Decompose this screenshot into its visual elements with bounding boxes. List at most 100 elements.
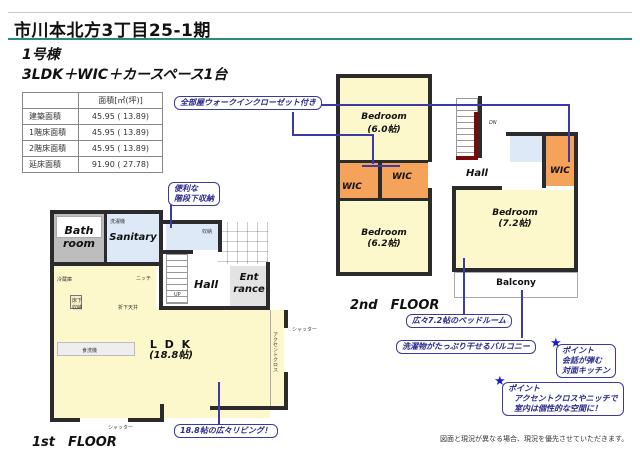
wall — [128, 418, 164, 422]
wall — [428, 74, 432, 162]
ldk-label: L D K — [149, 338, 193, 351]
callout-stair-storage: 便利な 階段下収納 — [168, 182, 220, 206]
bedroom-6-2-label: Bedroom (6.2帖) — [361, 228, 407, 249]
wall — [452, 186, 456, 272]
kitchen-counter — [57, 342, 135, 356]
entrance-label: Ent rance — [233, 272, 265, 295]
up-label: UP — [174, 292, 181, 298]
wic-label: WIC — [550, 166, 570, 176]
callout-point-accent: ポイント アクセントクロスやニッチで 室内は個性的な空間に！ — [502, 382, 624, 416]
callout-wic: 全部屋ウォークインクローゼット付き — [174, 96, 322, 110]
wall — [340, 160, 428, 163]
fridge-label: 冷蔵庫 — [57, 277, 73, 283]
wall — [210, 406, 288, 410]
wic-left — [340, 162, 378, 198]
hall-1f-label: Hall — [194, 278, 219, 291]
shutter-label: シャッター — [108, 425, 134, 431]
column-header: 面積[㎡(坪)] — [78, 92, 163, 109]
accent-cloth-label: アクセントクロス — [272, 332, 278, 372]
stair-rail — [474, 112, 478, 158]
building-label: 1号棟 — [22, 47, 60, 63]
sanitary-label: Sanitary — [109, 232, 157, 243]
wall — [336, 74, 340, 276]
entrance — [230, 266, 266, 306]
first-floor-label: 1st FLOOR — [32, 435, 117, 450]
wall — [163, 250, 193, 254]
wall — [163, 220, 219, 224]
toilet-room — [166, 224, 218, 250]
dishwasher-label: 食洗機 — [82, 348, 98, 354]
callout-bedroom: 広々7.2帖のベッドルーム — [406, 314, 512, 328]
leader-line — [463, 258, 465, 316]
leader-line — [568, 104, 570, 162]
wall — [104, 214, 107, 264]
ceiling-label: 折下天井 — [118, 305, 139, 311]
toilet-2f — [510, 136, 548, 162]
wic-label: WIC — [342, 182, 362, 192]
bedroom-7-2 — [454, 190, 574, 268]
second-floor-label: 2nd FLOOR — [350, 298, 440, 313]
wall — [478, 96, 482, 158]
wall — [452, 268, 578, 272]
bathroom-label: Bath room — [62, 224, 95, 251]
wall — [336, 74, 432, 78]
storage-label: 収納 — [202, 229, 213, 235]
wall — [54, 262, 160, 266]
plan-label: 3LDK＋WIC＋カースペース1台 — [22, 67, 228, 83]
wic-center — [382, 162, 428, 198]
wic-right — [546, 136, 574, 186]
leader-line — [318, 104, 570, 106]
wall — [284, 310, 288, 328]
disclaimer: 図面と現況が異なる場合、現況を優先させていただきます。 — [440, 435, 629, 443]
wall — [428, 188, 432, 276]
wall — [378, 162, 382, 200]
table-header-row: 面積[㎡(坪)] — [22, 92, 163, 109]
shutter-label: シャッター — [292, 327, 318, 333]
callout-balcony: 洗濯物がたっぷり干せるバルコニー — [396, 340, 536, 354]
wall — [50, 210, 160, 214]
hall-2f — [428, 160, 498, 188]
wic-label: WIC — [392, 172, 412, 182]
dn-label: DN — [489, 120, 497, 126]
wall — [266, 262, 270, 310]
bedroom-6-0-label: Bedroom (6.0帖) — [361, 112, 407, 135]
wall — [336, 198, 430, 201]
staircase-1f — [166, 254, 188, 304]
wall — [163, 306, 270, 310]
underfloor-storage — [70, 295, 82, 309]
leader-line — [362, 165, 400, 167]
bedroom-6-0 — [340, 78, 428, 162]
callout-point-kitchen: ポイント 会話が弾む 対面キッチン — [556, 344, 616, 378]
porch-tiles — [218, 222, 268, 264]
wall — [506, 132, 578, 136]
leader-line — [521, 290, 523, 338]
accent-wall — [270, 310, 284, 406]
wall — [160, 404, 164, 422]
leader-line — [372, 134, 374, 164]
wall — [336, 272, 432, 276]
leader-line — [292, 134, 372, 136]
title-underline — [8, 38, 632, 40]
leader-line — [292, 112, 294, 134]
top-divider — [8, 12, 632, 13]
star-icon: ★ — [494, 374, 506, 389]
wall — [159, 210, 163, 310]
wall — [542, 136, 546, 188]
washer-label: 洗濯機 — [110, 219, 126, 225]
niche-label: ニッチ — [136, 276, 152, 282]
wall — [452, 186, 502, 190]
bedroom-6-2 — [340, 200, 428, 272]
bedroom-7-2-label: Bedroom (7.2帖) — [492, 208, 538, 229]
stair-rail — [456, 156, 478, 160]
sanitary-room — [107, 214, 159, 262]
wall — [574, 132, 578, 272]
page-title: 市川本北方3丁目25-1期 — [14, 21, 211, 41]
wall — [50, 210, 54, 422]
bathtub — [56, 216, 102, 238]
balcony — [454, 272, 578, 298]
star-icon: ★ — [550, 336, 562, 351]
wall — [284, 372, 288, 410]
